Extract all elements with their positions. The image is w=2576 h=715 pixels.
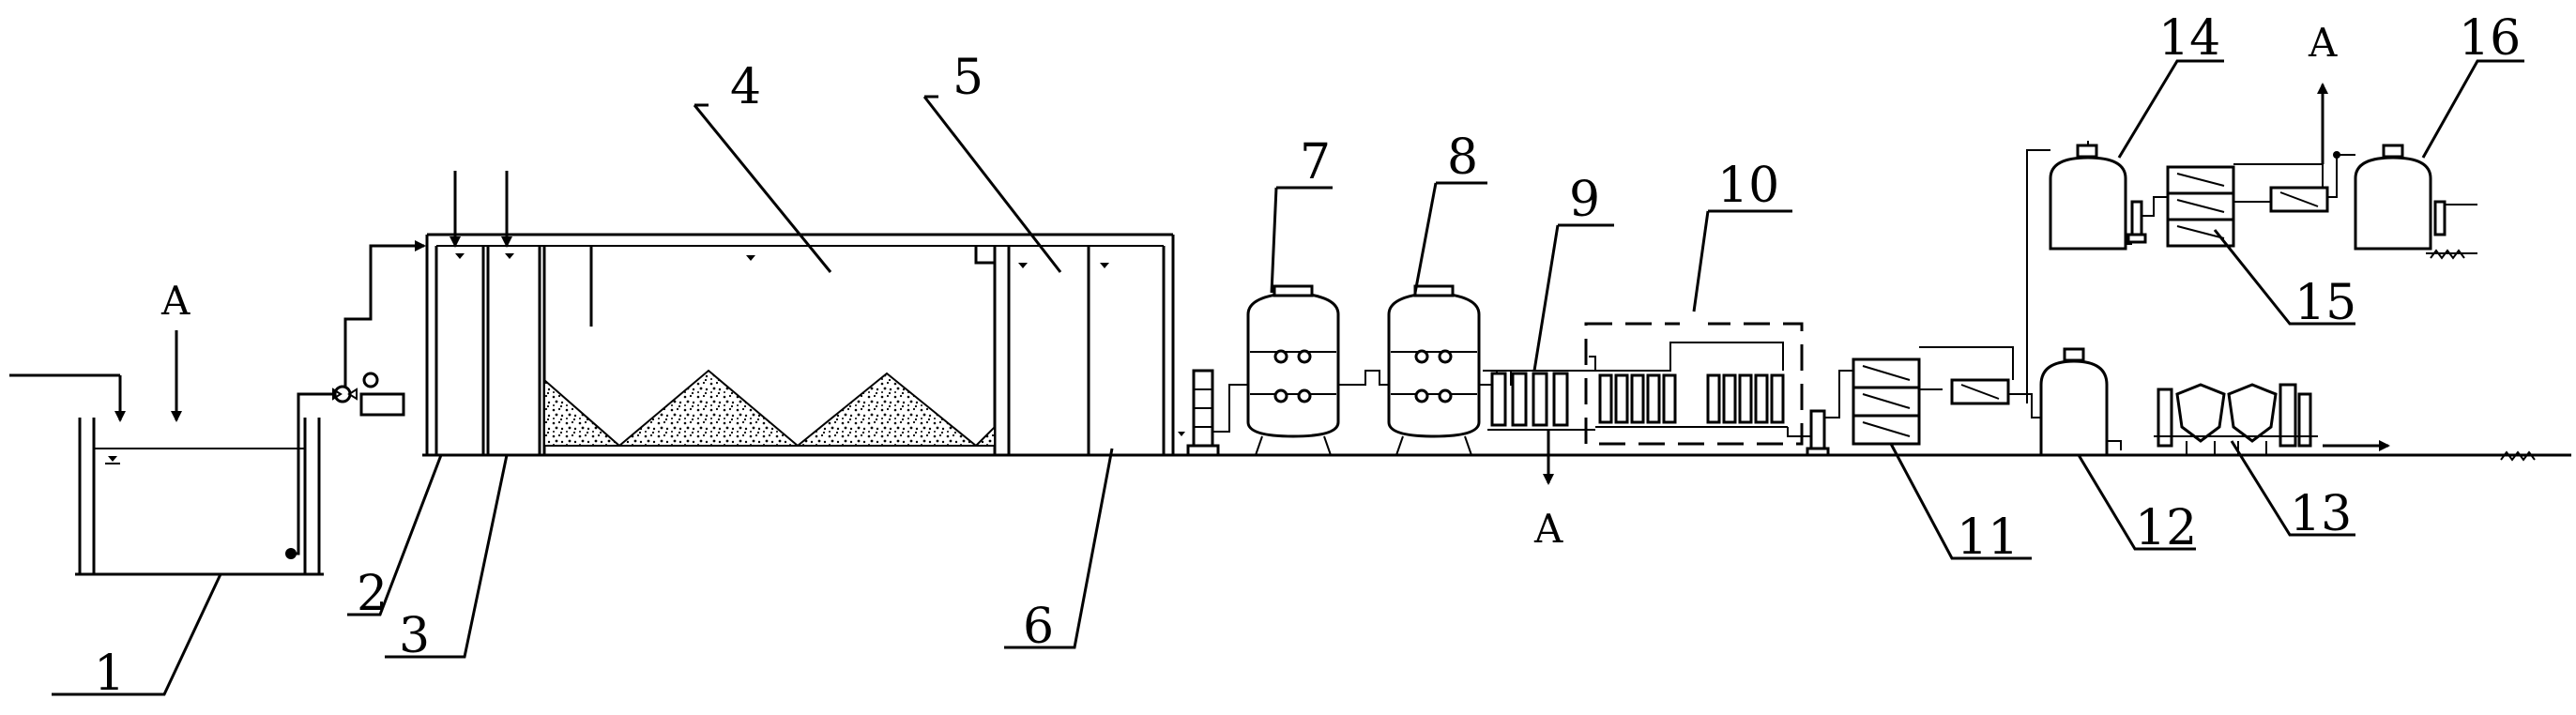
secondary-ro-module <box>2166 151 2355 248</box>
label-5: 5 <box>953 50 983 106</box>
label-8: 8 <box>1447 129 1478 186</box>
label-4: 4 <box>730 59 761 115</box>
label-13: 13 <box>2290 486 2352 542</box>
high-pressure-pump-icon <box>1806 370 1853 457</box>
carbon-filter-tank <box>1387 284 1481 456</box>
upper-pump-icon <box>2126 196 2168 245</box>
a-ro-out-marker: A <box>2308 20 2338 66</box>
ro-membrane-module <box>1852 346 2041 446</box>
label-3: 3 <box>399 608 430 664</box>
item-labels: 1 2 3 4 5 6 7 8 9 10 11 12 13 14 15 16 <box>94 10 2521 702</box>
label-9: 9 <box>1569 172 1600 228</box>
label-7: 7 <box>1300 134 1331 190</box>
lift-pump-icon <box>332 372 405 417</box>
filter-link-pipe <box>1338 370 1389 386</box>
sand-filter-tank <box>1246 284 1340 456</box>
label-11: 11 <box>1957 510 2019 566</box>
ground-hatch-icon <box>2500 450 2536 462</box>
booster-pump-icon <box>1186 369 1248 457</box>
intermediate-tank <box>2049 141 2127 251</box>
lift-pipe <box>291 244 424 555</box>
a-filter-out-marker: A <box>1533 506 1563 552</box>
leader-lines <box>52 59 2524 696</box>
treatment-basin <box>425 233 1185 455</box>
label-15: 15 <box>2294 275 2356 331</box>
pure-water-tank <box>2026 338 2122 457</box>
label-14: 14 <box>2158 10 2220 67</box>
filling-machine-group <box>2154 383 2318 455</box>
label-2: 2 <box>357 566 388 622</box>
a-inlet-marker: A <box>160 278 191 324</box>
cartridge-filter-bank <box>1483 356 1596 431</box>
membrane-bank <box>1584 312 1811 446</box>
label-6: 6 <box>1023 599 1054 655</box>
label-10: 10 <box>1717 158 1779 214</box>
label-16: 16 <box>2459 10 2521 67</box>
label-12: 12 <box>2135 500 2197 556</box>
label-1: 1 <box>94 646 125 702</box>
product-water-tank <box>2354 144 2432 251</box>
upper-feed-pipe <box>2026 149 2050 338</box>
outlet-pump-icon <box>2426 200 2477 260</box>
regulating-tank <box>75 418 324 576</box>
